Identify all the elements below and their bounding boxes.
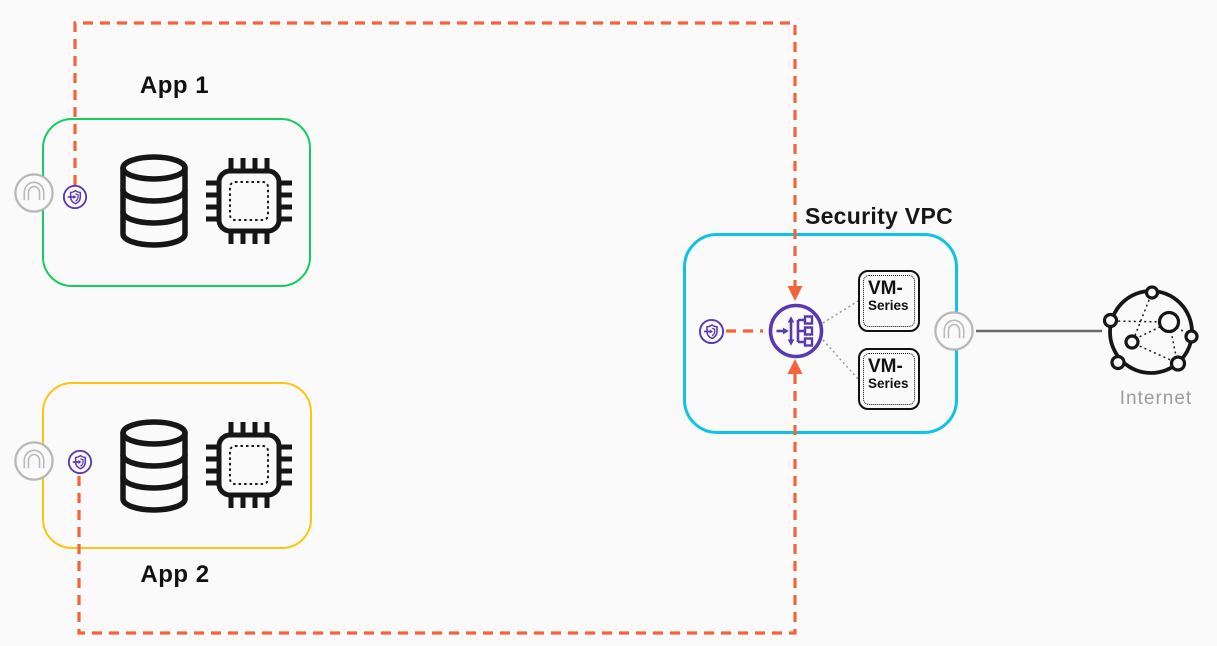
security-endpoint-icon (67, 449, 93, 475)
gwlb-endpoint-icon (13, 440, 55, 482)
vm-series-node-2: VM- Series (858, 348, 920, 410)
app1-label: App 1 (139, 72, 210, 99)
vm-series-label: VM- (868, 356, 903, 377)
internet-label: Internet (1119, 388, 1193, 409)
security-endpoint-icon (62, 184, 88, 210)
cpu-icon (204, 156, 294, 246)
gwlb-endpoint-icon (13, 172, 55, 214)
vm-series-node-1: VM- Series (858, 270, 920, 332)
vm-series-label: Series (868, 298, 909, 313)
security-endpoint-icon (698, 318, 725, 345)
gwlb-endpoint-icon (933, 310, 975, 352)
database-icon (117, 154, 191, 248)
vm-series-label: Series (868, 376, 909, 391)
vm-series-label: VM- (868, 278, 903, 299)
vm-series-inner-border: VM- Series (863, 275, 915, 327)
cpu-icon (204, 420, 294, 510)
gateway-load-balancer-icon (767, 302, 825, 360)
database-icon (117, 419, 191, 513)
vm-series-inner-border: VM- Series (863, 353, 915, 405)
app2-label: App 2 (140, 561, 210, 588)
security-vpc-label: Security VPC (804, 203, 953, 229)
internet-globe-icon (1101, 282, 1201, 382)
